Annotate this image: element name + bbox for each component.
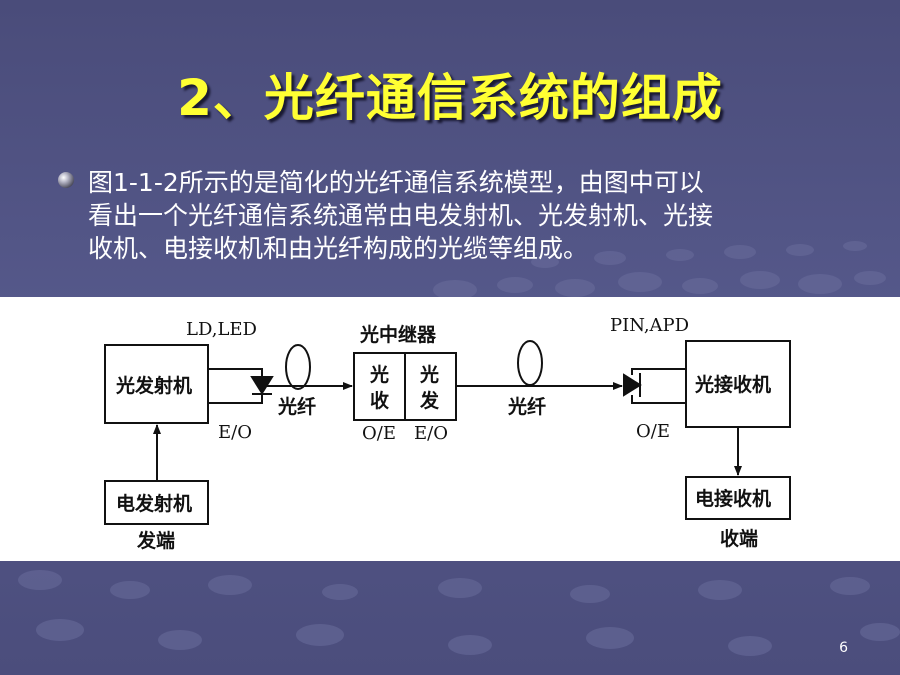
repeater-receive-top: 光 (369, 363, 389, 386)
bullet-line: 收机、电接收机和由光纤构成的光缆等组成。 (88, 234, 589, 263)
transmit-end-label: 发端 (136, 529, 175, 552)
electrical-transmitter-label: 电发射机 (116, 492, 192, 515)
optical-transmitter-box (104, 344, 209, 424)
repeater-transmit-bottom: 发 (419, 389, 440, 412)
bullet-line: 图1-1-2所示的是简化的光纤通信系统模型，由图中可以 (88, 168, 704, 197)
page-title: 2、光纤通信系统的组成 (177, 69, 723, 127)
repeater-receive-bottom: 收 (370, 389, 389, 412)
source-label: LD,LED (186, 319, 257, 340)
optical-transmitter-label: 光发射机 (115, 374, 192, 397)
fiber-coil-icon (285, 344, 311, 390)
electrical-receiver-label: 电接收机 (695, 487, 771, 510)
fiber-coil-icon (517, 340, 543, 386)
repeater-transmit-top: 光 (419, 363, 439, 386)
bullet-paragraph: 图1-1-2所示的是简化的光纤通信系统模型，由图中可以 看出一个光纤通信系统通常… (88, 166, 848, 265)
repeater-title: 光中继器 (359, 323, 437, 346)
detector-label: PIN,APD (610, 315, 689, 336)
bullet-icon (58, 172, 74, 188)
receive-end-label: 收端 (720, 527, 758, 550)
photodiode-icon (623, 373, 642, 397)
fiber-left-label: 光纤 (277, 395, 316, 418)
oe-label-right: O/E (636, 421, 670, 442)
page-number: 6 (839, 640, 848, 656)
electrical-receiver-box (685, 476, 791, 520)
system-diagram: 光发射机 电发射机 发端 LD,LED E/O 光纤 光中继器 光 收 光 发 … (0, 297, 900, 561)
repeater-oe-label: O/E (362, 423, 396, 444)
optical-receiver-label: 光接收机 (694, 373, 771, 396)
fiber-right-label: 光纤 (507, 395, 546, 418)
eo-label-left: E/O (218, 422, 252, 443)
bullet-line: 看出一个光纤通信系统通常由电发射机、光发射机、光接 (88, 201, 714, 230)
repeater-eo-label: E/O (414, 423, 448, 444)
